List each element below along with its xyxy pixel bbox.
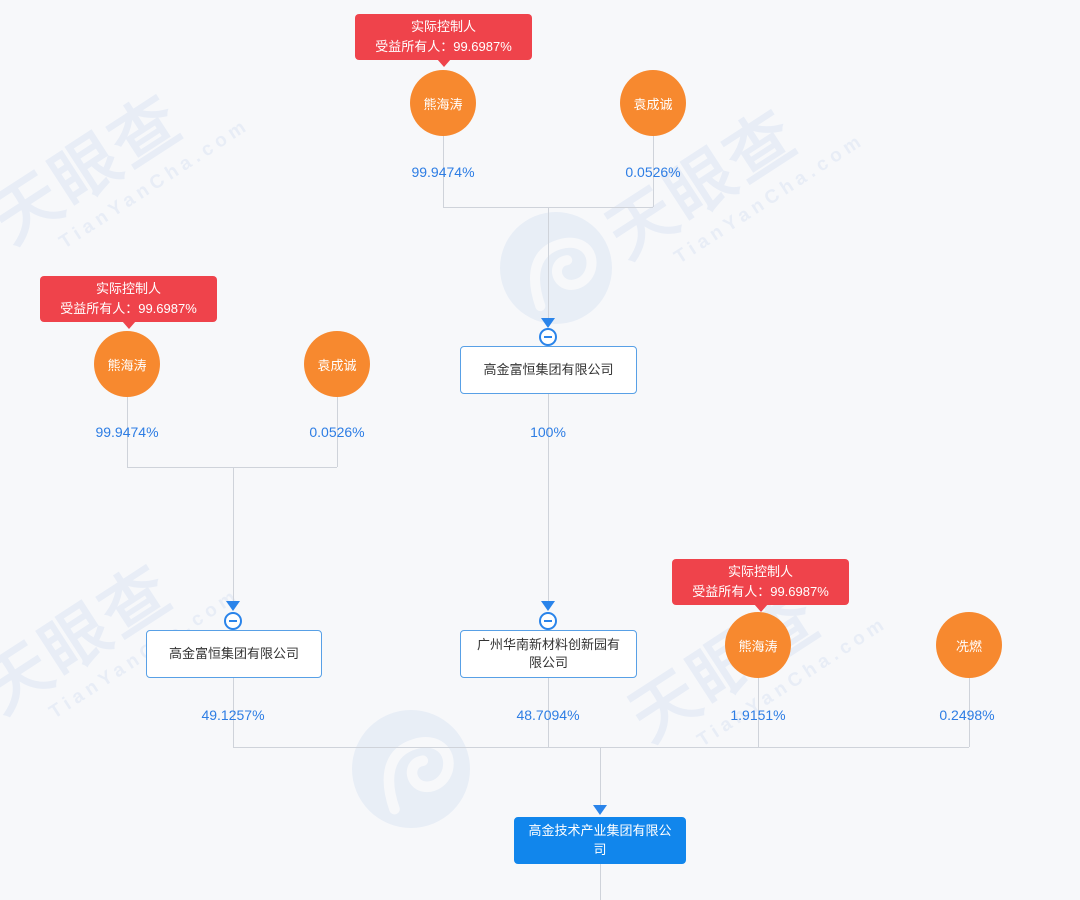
connector-line (233, 678, 234, 747)
connector-line (548, 207, 549, 320)
person-node-xionghaitao-top[interactable]: 熊海涛 (410, 70, 476, 136)
person-node-xianran[interactable]: 冼燃 (936, 612, 1002, 678)
connector-line (233, 467, 234, 602)
badge-line1: 实际控制人 (95, 281, 161, 296)
arrow-down-icon (226, 601, 240, 611)
actual-controller-badge: 实际控制人 受益所有人：99.6987% (40, 276, 217, 330)
badge-line2: 受益所有人：99.6987% (692, 584, 829, 600)
connector-line (758, 678, 759, 747)
badge-line2: 受益所有人：99.6987% (60, 301, 197, 317)
connector-line (127, 467, 337, 468)
person-node-yuanchengcheng-top[interactable]: 袁成诚 (620, 70, 686, 136)
actual-controller-badge: 实际控制人 受益所有人：99.6987% (672, 559, 849, 613)
ownership-percent: 0.0526% (309, 424, 365, 440)
company-node-target-gaojin-tech[interactable]: 高金技术产业集团有限公司 (514, 817, 686, 864)
watermark-domain-text: TianYanCha.com (693, 612, 892, 752)
watermark-domain-text: TianYanCha.com (670, 129, 869, 269)
connector-line (548, 394, 549, 602)
connector-line (443, 135, 444, 207)
actual-controller-badge: 实际控制人 受益所有人：99.6987% (355, 14, 532, 68)
arrow-down-icon (541, 318, 555, 328)
company-node-huanan-innovation-park[interactable]: 广州华南新材料创新园有限公司 (460, 630, 637, 678)
ownership-percent: 1.9151% (730, 707, 786, 723)
collapse-minus-button[interactable] (539, 612, 557, 630)
ownership-percent: 0.2498% (939, 707, 995, 723)
connector-line (548, 678, 549, 747)
arrow-down-icon (593, 805, 607, 815)
person-node-yuanchengcheng-left[interactable]: 袁成诚 (304, 331, 370, 397)
watermark-text: 天眼查 (0, 80, 196, 257)
ownership-percent: 0.0526% (625, 164, 681, 180)
connector-line (233, 747, 969, 748)
watermark-text: 天眼查 (0, 550, 186, 727)
badge-line2: 受益所有人：99.6987% (375, 39, 512, 55)
connector-line (600, 747, 601, 805)
connector-line (337, 397, 338, 467)
connector-line (127, 397, 128, 467)
collapse-minus-button[interactable] (539, 328, 557, 346)
arrow-down-icon (541, 601, 555, 611)
watermark-logo-icon (500, 212, 612, 324)
ownership-percent: 100% (530, 424, 566, 440)
badge-line1: 实际控制人 (410, 19, 476, 34)
watermark-logo-icon (352, 710, 470, 828)
ownership-percent: 48.7094% (516, 707, 580, 723)
ownership-percent: 99.9474% (411, 164, 475, 180)
watermark-brand: 天眼查 TianYanCha.com (0, 37, 254, 277)
connector-line (653, 135, 654, 207)
connector-line (969, 678, 970, 747)
person-node-xionghaitao-right[interactable]: 熊海涛 (725, 612, 791, 678)
ownership-percent: 99.9474% (95, 424, 159, 440)
connector-line (600, 864, 601, 900)
watermark-domain-text: TianYanCha.com (55, 114, 254, 254)
ownership-percent: 49.1257% (201, 707, 265, 723)
company-node-gaojinfuheng-top[interactable]: 高金富恒集团有限公司 (460, 346, 637, 394)
company-node-gaojinfuheng-left[interactable]: 高金富恒集团有限公司 (146, 630, 322, 678)
badge-line1: 实际控制人 (727, 564, 793, 579)
person-node-xionghaitao-left[interactable]: 熊海涛 (94, 331, 160, 397)
collapse-minus-button[interactable] (224, 612, 242, 630)
